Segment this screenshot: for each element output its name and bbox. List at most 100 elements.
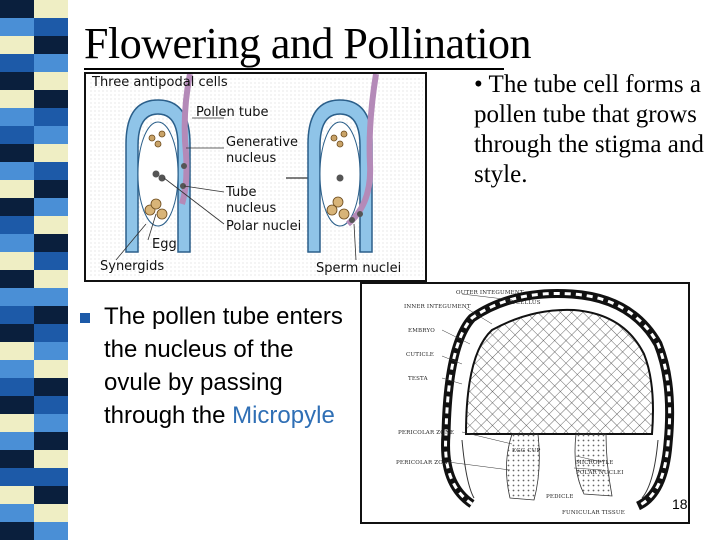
bullet-tube-cell: • The tube cell forms a pollen tube that… <box>474 71 704 188</box>
stripe-cell <box>0 468 34 486</box>
decorative-stripe-bar <box>0 0 68 540</box>
stripe-cell <box>34 378 68 396</box>
stripe-cell <box>34 522 68 540</box>
stripe-cell <box>0 216 34 234</box>
ovule-section-diagram: OUTER INTEGUMENT INNER INTEGUMENT NUCELL… <box>360 282 690 524</box>
stripe-cell <box>34 504 68 522</box>
label-pericolar-zone-2: PERICOLAR ZONE <box>396 460 453 466</box>
stripe-cell <box>34 324 68 342</box>
stripe-cell <box>0 360 34 378</box>
label-generative-2: nucleus <box>226 151 277 166</box>
stripe-cell <box>0 306 34 324</box>
label-egg: Egg <box>152 237 177 252</box>
label-synergids: Synergids <box>100 259 165 274</box>
stripe-cell <box>0 270 34 288</box>
label-sperm-nuclei: Sperm nuclei <box>316 261 402 276</box>
stripe-cell <box>0 36 34 54</box>
stripe-cell <box>0 18 34 36</box>
label-funicular-tissue: FUNICULAR TISSUE <box>562 510 625 516</box>
label-embryo: EMBRYO <box>408 328 436 334</box>
stripe-cell <box>34 216 68 234</box>
stripe-cell <box>0 522 34 540</box>
stripe-cell <box>34 360 68 378</box>
stripe-cell <box>34 396 68 414</box>
stripe-column <box>0 0 34 540</box>
stripe-cell <box>0 234 34 252</box>
stripe-cell <box>0 108 34 126</box>
stripe-cell <box>34 144 68 162</box>
stripe-cell <box>0 504 34 522</box>
label-outer-integument: OUTER INTEGUMENT <box>456 290 524 296</box>
stripe-cell <box>0 162 34 180</box>
stripe-cell <box>34 180 68 198</box>
stripe-cell <box>34 234 68 252</box>
label-micropyle: MICROPYLE <box>576 460 614 466</box>
stripe-cell <box>0 288 34 306</box>
label-pedicle: PEDICLE <box>546 494 574 500</box>
stripe-cell <box>34 198 68 216</box>
stripe-cell <box>0 342 34 360</box>
stripe-cell <box>0 90 34 108</box>
stripe-cell <box>0 432 34 450</box>
label-polar-nuclei-section: POLAR NUCLEI <box>576 470 624 476</box>
stripe-cell <box>0 378 34 396</box>
micropyle-term: Micropyle <box>232 402 335 429</box>
stripe-cell <box>34 468 68 486</box>
label-pollen-tube: Pollen tube <box>196 105 269 120</box>
stripe-cell <box>34 486 68 504</box>
stripe-cell <box>34 36 68 54</box>
pollen-tube-diagram: Three antipodal cells Pollen tube Genera… <box>84 72 427 282</box>
stripe-cell <box>34 288 68 306</box>
stripe-cell <box>0 324 34 342</box>
stripe-cell <box>34 270 68 288</box>
stripe-cell <box>0 252 34 270</box>
stripe-cell <box>0 144 34 162</box>
stripe-cell <box>34 162 68 180</box>
stripe-cell <box>34 342 68 360</box>
label-egg-cup: EGG CUP <box>512 448 541 454</box>
stripe-cell <box>34 90 68 108</box>
stripe-cell <box>34 72 68 90</box>
bullet-micropyle: The pollen tube enters the nucleus of th… <box>80 300 348 432</box>
stripe-cell <box>0 126 34 144</box>
label-testa: TESTA <box>408 376 428 382</box>
stripe-cell <box>0 72 34 90</box>
stripe-cell <box>0 414 34 432</box>
slide-title: Flowering and Pollination <box>84 19 532 68</box>
stripe-cell <box>0 450 34 468</box>
label-cuticle: CUTICLE <box>406 352 434 358</box>
bullet-micropyle-text: The pollen tube enters the nucleus of th… <box>104 300 348 432</box>
label-antipodal-cells: Three antipodal cells <box>92 75 228 90</box>
slide-page-number: 18 <box>672 496 688 512</box>
stripe-cell <box>0 180 34 198</box>
stripe-cell <box>0 396 34 414</box>
label-polar-nuclei: Polar nuclei <box>226 219 302 234</box>
square-bullet-icon <box>80 313 90 323</box>
stripe-cell <box>0 198 34 216</box>
label-tube-1: Tube <box>226 185 257 200</box>
ovule-right <box>307 99 373 253</box>
ovule-section-illustration <box>441 289 675 511</box>
stripe-cell <box>34 414 68 432</box>
label-nucellus: NUCELLUS <box>506 300 541 306</box>
stripe-cell <box>34 252 68 270</box>
label-pericolar-zone: PERICOLAR ZONE <box>398 430 455 436</box>
label-generative-1: Generative <box>226 135 299 150</box>
label-tube-2: nucleus <box>226 201 277 216</box>
stripe-cell <box>34 306 68 324</box>
title-underline <box>84 68 504 70</box>
stripe-cell <box>34 0 68 18</box>
stripe-column <box>34 0 68 540</box>
bullet-text-main: The pollen tube enters the nucleus of th… <box>104 303 343 429</box>
pollen-tube-illustration <box>88 73 423 278</box>
stripe-cell <box>0 54 34 72</box>
stripe-cell <box>34 108 68 126</box>
label-inner-integument: INNER INTEGUMENT <box>404 304 471 310</box>
stripe-cell <box>34 18 68 36</box>
stripe-cell <box>34 54 68 72</box>
stripe-cell <box>0 486 34 504</box>
stripe-cell <box>0 0 34 18</box>
ovule-left <box>125 99 191 253</box>
stripe-cell <box>34 432 68 450</box>
stripe-cell <box>34 450 68 468</box>
